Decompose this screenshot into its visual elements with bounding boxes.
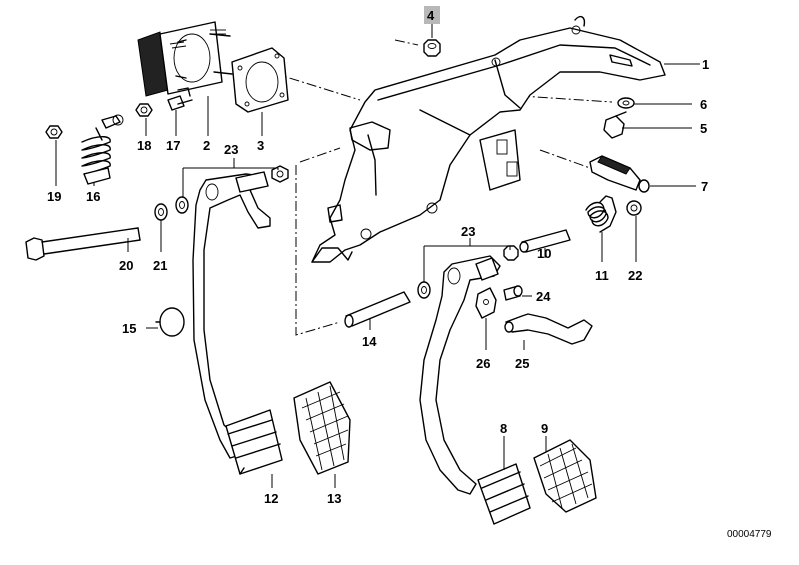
leader-lines [55, 24, 700, 488]
callout-23-left: 23 [224, 142, 238, 157]
switch-part-7 [589, 155, 650, 193]
callout-10: 10 [537, 246, 551, 261]
bolt-part-5 [603, 111, 627, 139]
nut-part-4 [423, 39, 441, 57]
callout-11: 11 [595, 268, 609, 283]
callout-22: 22 [628, 268, 642, 283]
callout-5: 5 [700, 121, 707, 136]
callout-labels: 4 1 6 5 7 2 3 17 18 23 19 16 20 21 15 14… [47, 8, 709, 506]
callout-18: 18 [137, 138, 151, 153]
callout-4: 4 [427, 8, 435, 23]
bushing-part-22 [626, 200, 642, 216]
lever-part-25 [504, 313, 593, 345]
callout-23-right: 23 [461, 224, 475, 239]
callout-14: 14 [362, 334, 377, 349]
callout-21: 21 [153, 258, 167, 273]
mounting-plate-part-2 [137, 21, 233, 97]
pedal-bracket [311, 15, 666, 263]
bolt-part-17 [167, 87, 193, 111]
callout-19: 19 [47, 189, 61, 204]
spring-part-16 [81, 114, 124, 185]
callout-15: 15 [122, 321, 136, 336]
clip-part-26 [475, 287, 497, 319]
pad-part-13 [293, 381, 351, 475]
bushing-left-part-23 [175, 165, 289, 214]
bolt-part-20 [25, 227, 141, 261]
pad-part-9 [533, 439, 597, 513]
callout-26: 26 [476, 356, 490, 371]
callout-17: 17 [166, 138, 180, 153]
callout-12: 12 [264, 491, 278, 506]
callout-8: 8 [500, 421, 507, 436]
sleeve-part-10 [519, 229, 571, 253]
pedal-part-12 [192, 171, 283, 475]
callout-24: 24 [536, 289, 551, 304]
washer-part-21 [154, 203, 168, 221]
callout-16: 16 [86, 189, 100, 204]
nut-part-19 [45, 125, 63, 139]
callout-2: 2 [203, 138, 210, 153]
callout-3: 3 [257, 138, 264, 153]
pin-part-24 [503, 285, 523, 301]
callout-13: 13 [327, 491, 341, 506]
callout-6: 6 [700, 97, 707, 112]
document-id: 00004779 [727, 529, 772, 540]
highlight-box-4 [424, 6, 440, 24]
callout-1: 1 [702, 57, 709, 72]
callout-25: 25 [515, 356, 529, 371]
callout-9: 9 [541, 421, 548, 436]
gasket-part-3 [231, 47, 289, 113]
callout-7: 7 [701, 179, 708, 194]
cap-part-15 [155, 307, 185, 337]
nut-part-18 [135, 103, 153, 117]
shaft-part-14 [344, 291, 411, 328]
spring-part-11 [585, 195, 617, 233]
callout-20: 20 [119, 258, 133, 273]
washer-part-6 [617, 97, 635, 109]
pedal-part-8 [419, 255, 531, 525]
